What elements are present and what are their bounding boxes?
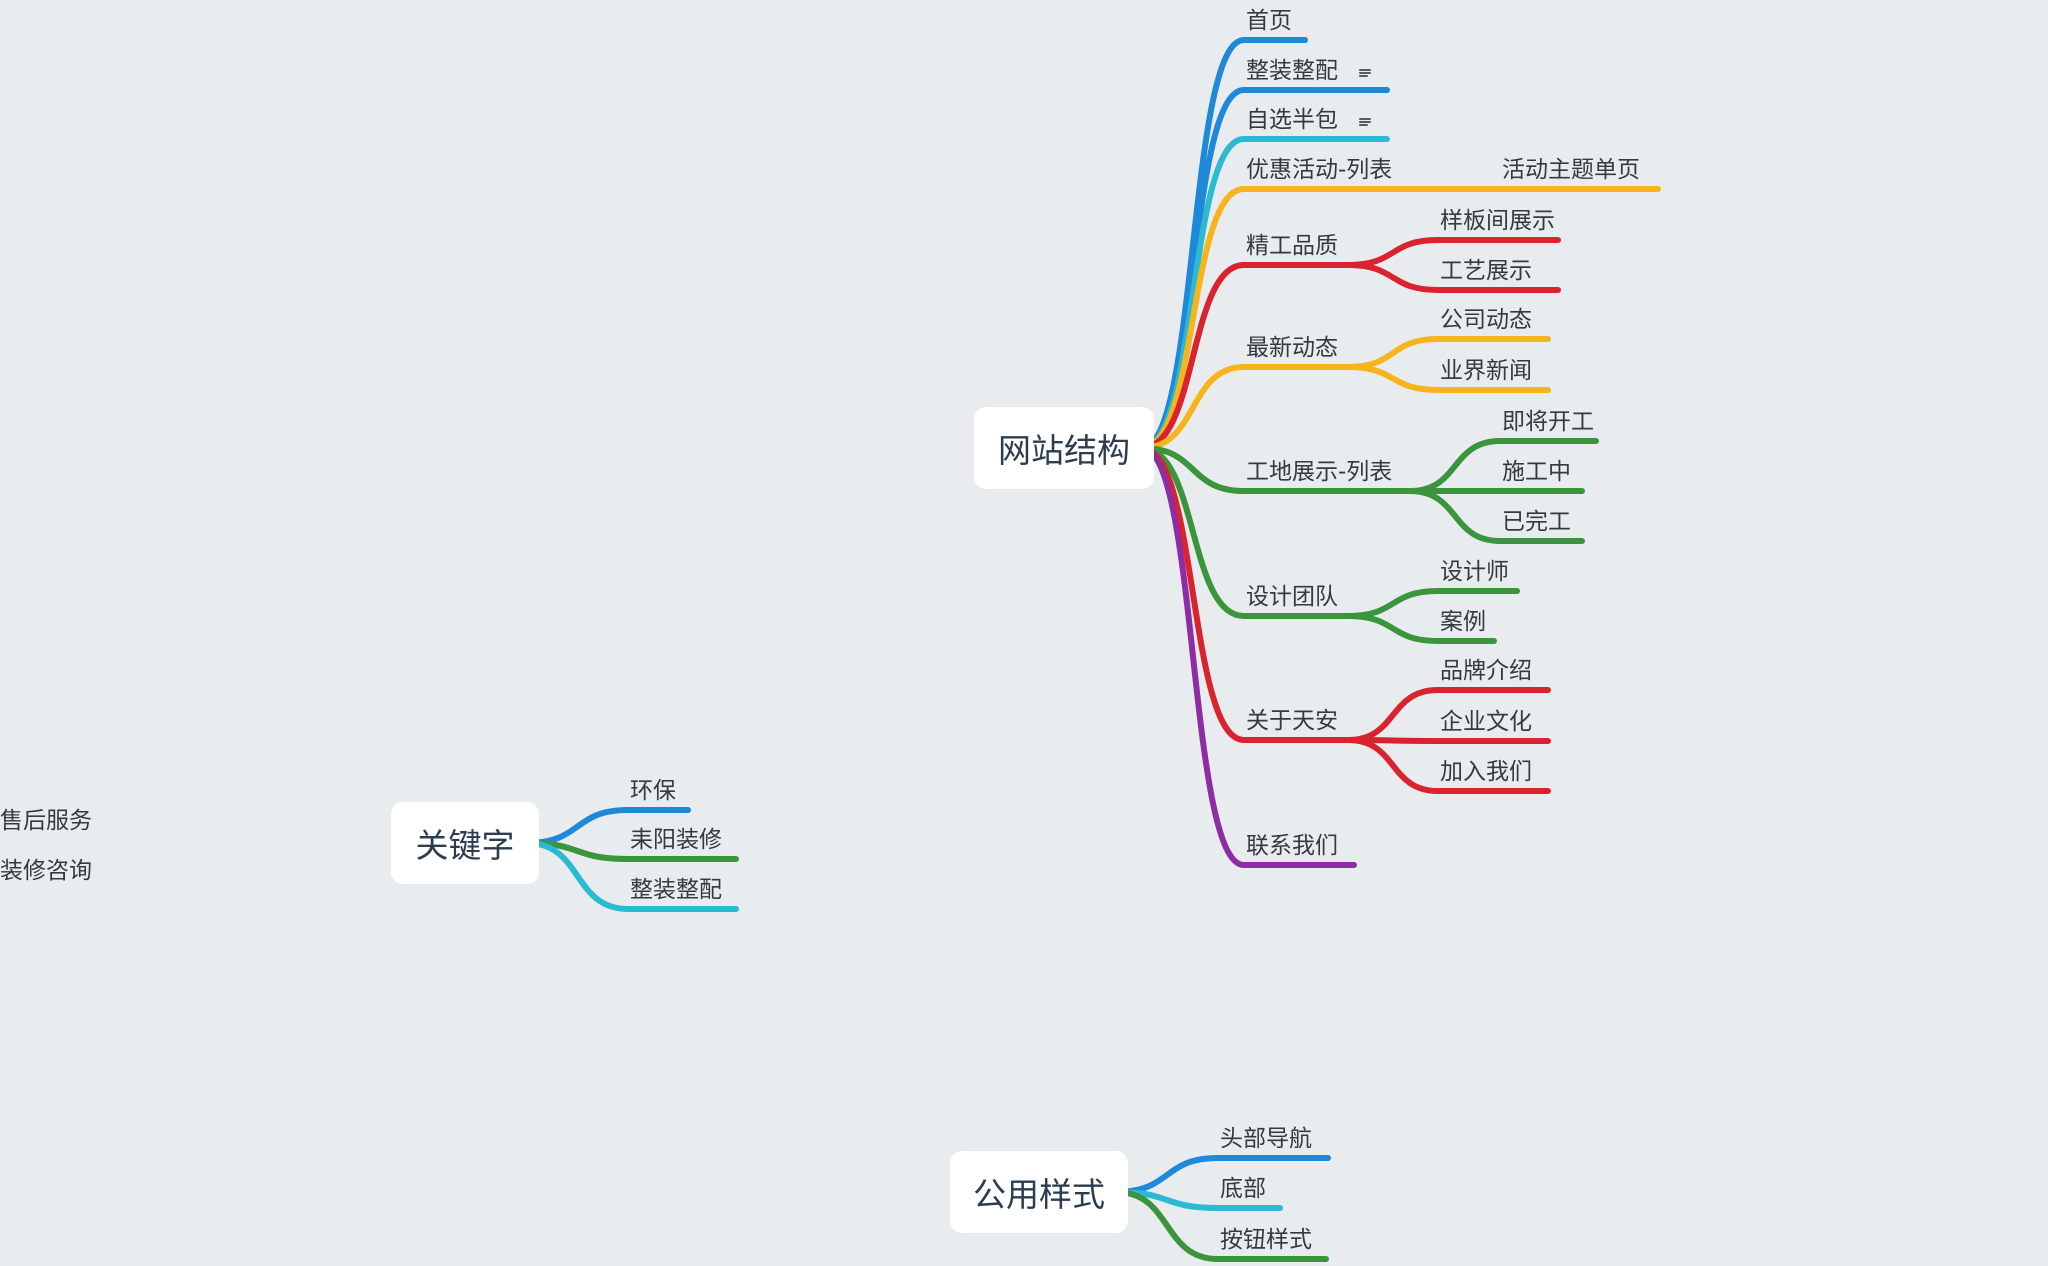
subtopic[interactable]: 活动主题单页	[1502, 157, 1640, 183]
branch-topic[interactable]: 优惠活动-列表	[1246, 157, 1393, 183]
subtopic[interactable]: 装修咨询	[0, 858, 92, 884]
subtopic[interactable]: 加入我们	[1440, 759, 1532, 785]
branch-curve	[524, 807, 631, 846]
note-icon[interactable]	[1359, 69, 1371, 79]
note-icon-line	[1359, 75, 1368, 77]
note-icon-line	[1359, 69, 1371, 71]
subtopic[interactable]: 企业文化	[1440, 709, 1532, 735]
branch-topic[interactable]: 底部	[1220, 1176, 1266, 1202]
branch-topic[interactable]: 首页	[1246, 8, 1292, 34]
branch-topic[interactable]: 整装整配	[1246, 58, 1338, 84]
note-icon-line	[1359, 121, 1371, 123]
branch-topic[interactable]: 整装整配	[630, 877, 722, 903]
branch-curve	[1113, 1155, 1221, 1195]
branch-topic[interactable]: 关于天安	[1246, 708, 1338, 734]
child-curve	[1345, 262, 1441, 293]
branch-topic[interactable]: 头部导航	[1220, 1126, 1312, 1152]
subtopic[interactable]: 业界新闻	[1440, 358, 1532, 384]
child-curve	[1345, 336, 1441, 370]
branch-curve	[1113, 1189, 1221, 1262]
child-curve	[1407, 488, 1503, 544]
child-curve	[1407, 438, 1503, 494]
branch-topic[interactable]: 按钮样式	[1220, 1227, 1312, 1253]
branch-connectors	[524, 40, 1661, 1262]
branch-topic[interactable]: 耒阳装修	[630, 827, 722, 853]
subtopic[interactable]: 工艺展示	[1440, 258, 1532, 284]
subtopic[interactable]: 案例	[1440, 609, 1486, 635]
subtopic[interactable]: 公司动态	[1440, 307, 1532, 333]
branch-topic[interactable]: 联系我们	[1246, 833, 1338, 859]
subtopic[interactable]: 设计师	[1440, 559, 1509, 585]
subtopic[interactable]: 施工中	[1502, 459, 1571, 485]
child-curve	[1345, 613, 1441, 644]
branch-curve	[524, 840, 631, 912]
branch-topic[interactable]: 自选半包	[1246, 107, 1338, 133]
branch-topic[interactable]: 工地展示-列表	[1246, 459, 1393, 485]
child-curve	[1345, 588, 1441, 619]
child-curve	[1345, 364, 1441, 393]
branch-topic[interactable]: 精工品质	[1246, 233, 1338, 259]
subtopic[interactable]: 售后服务	[0, 808, 92, 834]
root-topic[interactable]: 关键字	[391, 802, 539, 884]
note-icon-line	[1359, 124, 1368, 126]
note-icon-line	[1359, 118, 1371, 120]
branch-topic[interactable]: 设计团队	[1246, 584, 1338, 610]
subtopic[interactable]: 即将开工	[1502, 409, 1594, 435]
child-curve	[1345, 237, 1441, 268]
branch-curve	[1139, 445, 1247, 494]
branch-curve	[1139, 364, 1247, 451]
root-topic[interactable]: 网站结构	[974, 407, 1154, 489]
child-curve	[1345, 687, 1441, 743]
subtopic[interactable]: 品牌介绍	[1440, 658, 1532, 684]
branch-topic[interactable]: 环保	[630, 778, 676, 804]
branch-curve	[1139, 445, 1247, 619]
subtopic[interactable]: 已完工	[1502, 509, 1571, 535]
note-icon[interactable]	[1359, 118, 1371, 128]
child-curve	[1345, 737, 1441, 794]
note-icon-line	[1359, 72, 1371, 74]
branch-topic[interactable]: 最新动态	[1246, 335, 1338, 361]
branch-curve	[1139, 262, 1247, 451]
root-topic[interactable]: 公用样式	[950, 1151, 1128, 1233]
subtopic[interactable]: 样板间展示	[1440, 208, 1555, 234]
branch-curve	[1139, 445, 1247, 868]
